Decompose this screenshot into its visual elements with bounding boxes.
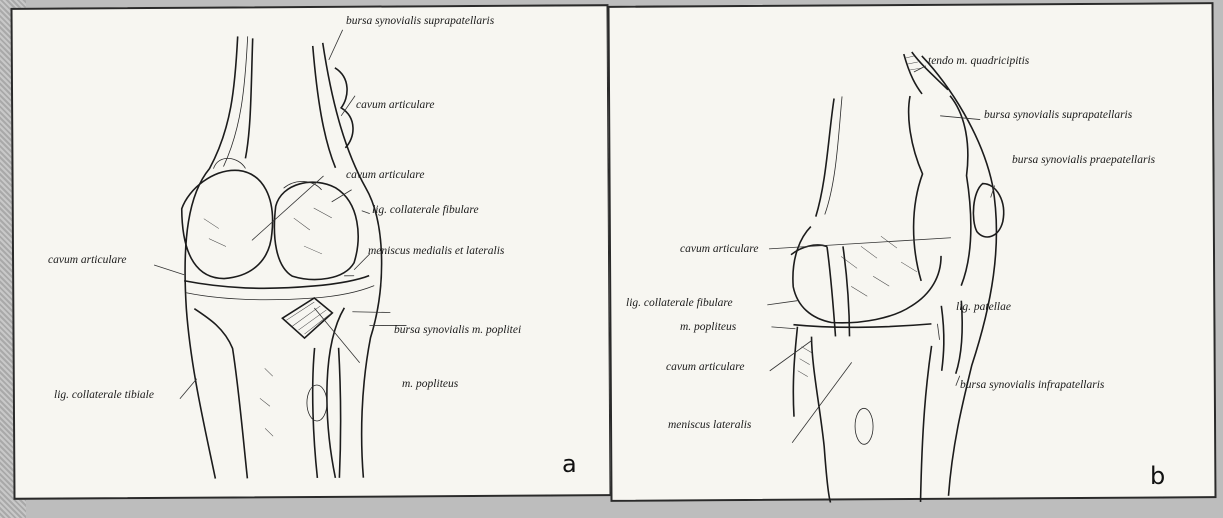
- panel-a: [11, 4, 612, 500]
- label-cavum-articulare-a3: cavum articulare: [48, 255, 126, 267]
- label-cavum-articulare-b2: cavum articulare: [666, 362, 744, 374]
- label-meniscus-lateralis: meniscus lateralis: [668, 420, 751, 432]
- label-bursa-suprapatellaris-a: bursa synovialis suprapatellaris: [346, 16, 494, 28]
- label-bursa-synovialis-m-popliteus: bursa synovialis m. poplitei: [394, 325, 521, 337]
- label-lig-collaterale-tibiale: lig. collaterale tibiale: [54, 390, 154, 402]
- panel-letter-a: a: [562, 452, 577, 476]
- label-bursa-suprapatellaris-b: bursa synovialis suprapatellaris: [984, 110, 1132, 122]
- label-lig-patellae: lig. patellae: [956, 302, 1011, 314]
- label-m-popliteus-a: m. popliteus: [402, 379, 458, 391]
- label-bursa-praepatellaris: bursa synovialis praepatellaris: [1012, 155, 1155, 167]
- label-m-popliteus-b: m. popliteus: [680, 322, 736, 334]
- label-lig-collaterale-fibulare-b: lig. collaterale fibulare: [626, 298, 733, 310]
- label-cavum-articulare-b1: cavum articulare: [680, 244, 758, 256]
- label-tendo-m-quadricipitis: tendo m. quadricipitis: [928, 56, 1029, 68]
- panel-letter-b: b: [1150, 464, 1165, 488]
- label-lig-collaterale-fibulare-a: lig. collaterale fibulare: [372, 205, 479, 217]
- label-cavum-articulare-a1: cavum articulare: [356, 100, 434, 112]
- label-meniscus-medialis-lateralis: meniscus medialis et lateralis: [368, 246, 504, 258]
- label-bursa-infrapatellaris: bursa synovialis infrapatellaris: [960, 380, 1104, 392]
- label-cavum-articulare-a2: cavum articulare: [346, 170, 424, 182]
